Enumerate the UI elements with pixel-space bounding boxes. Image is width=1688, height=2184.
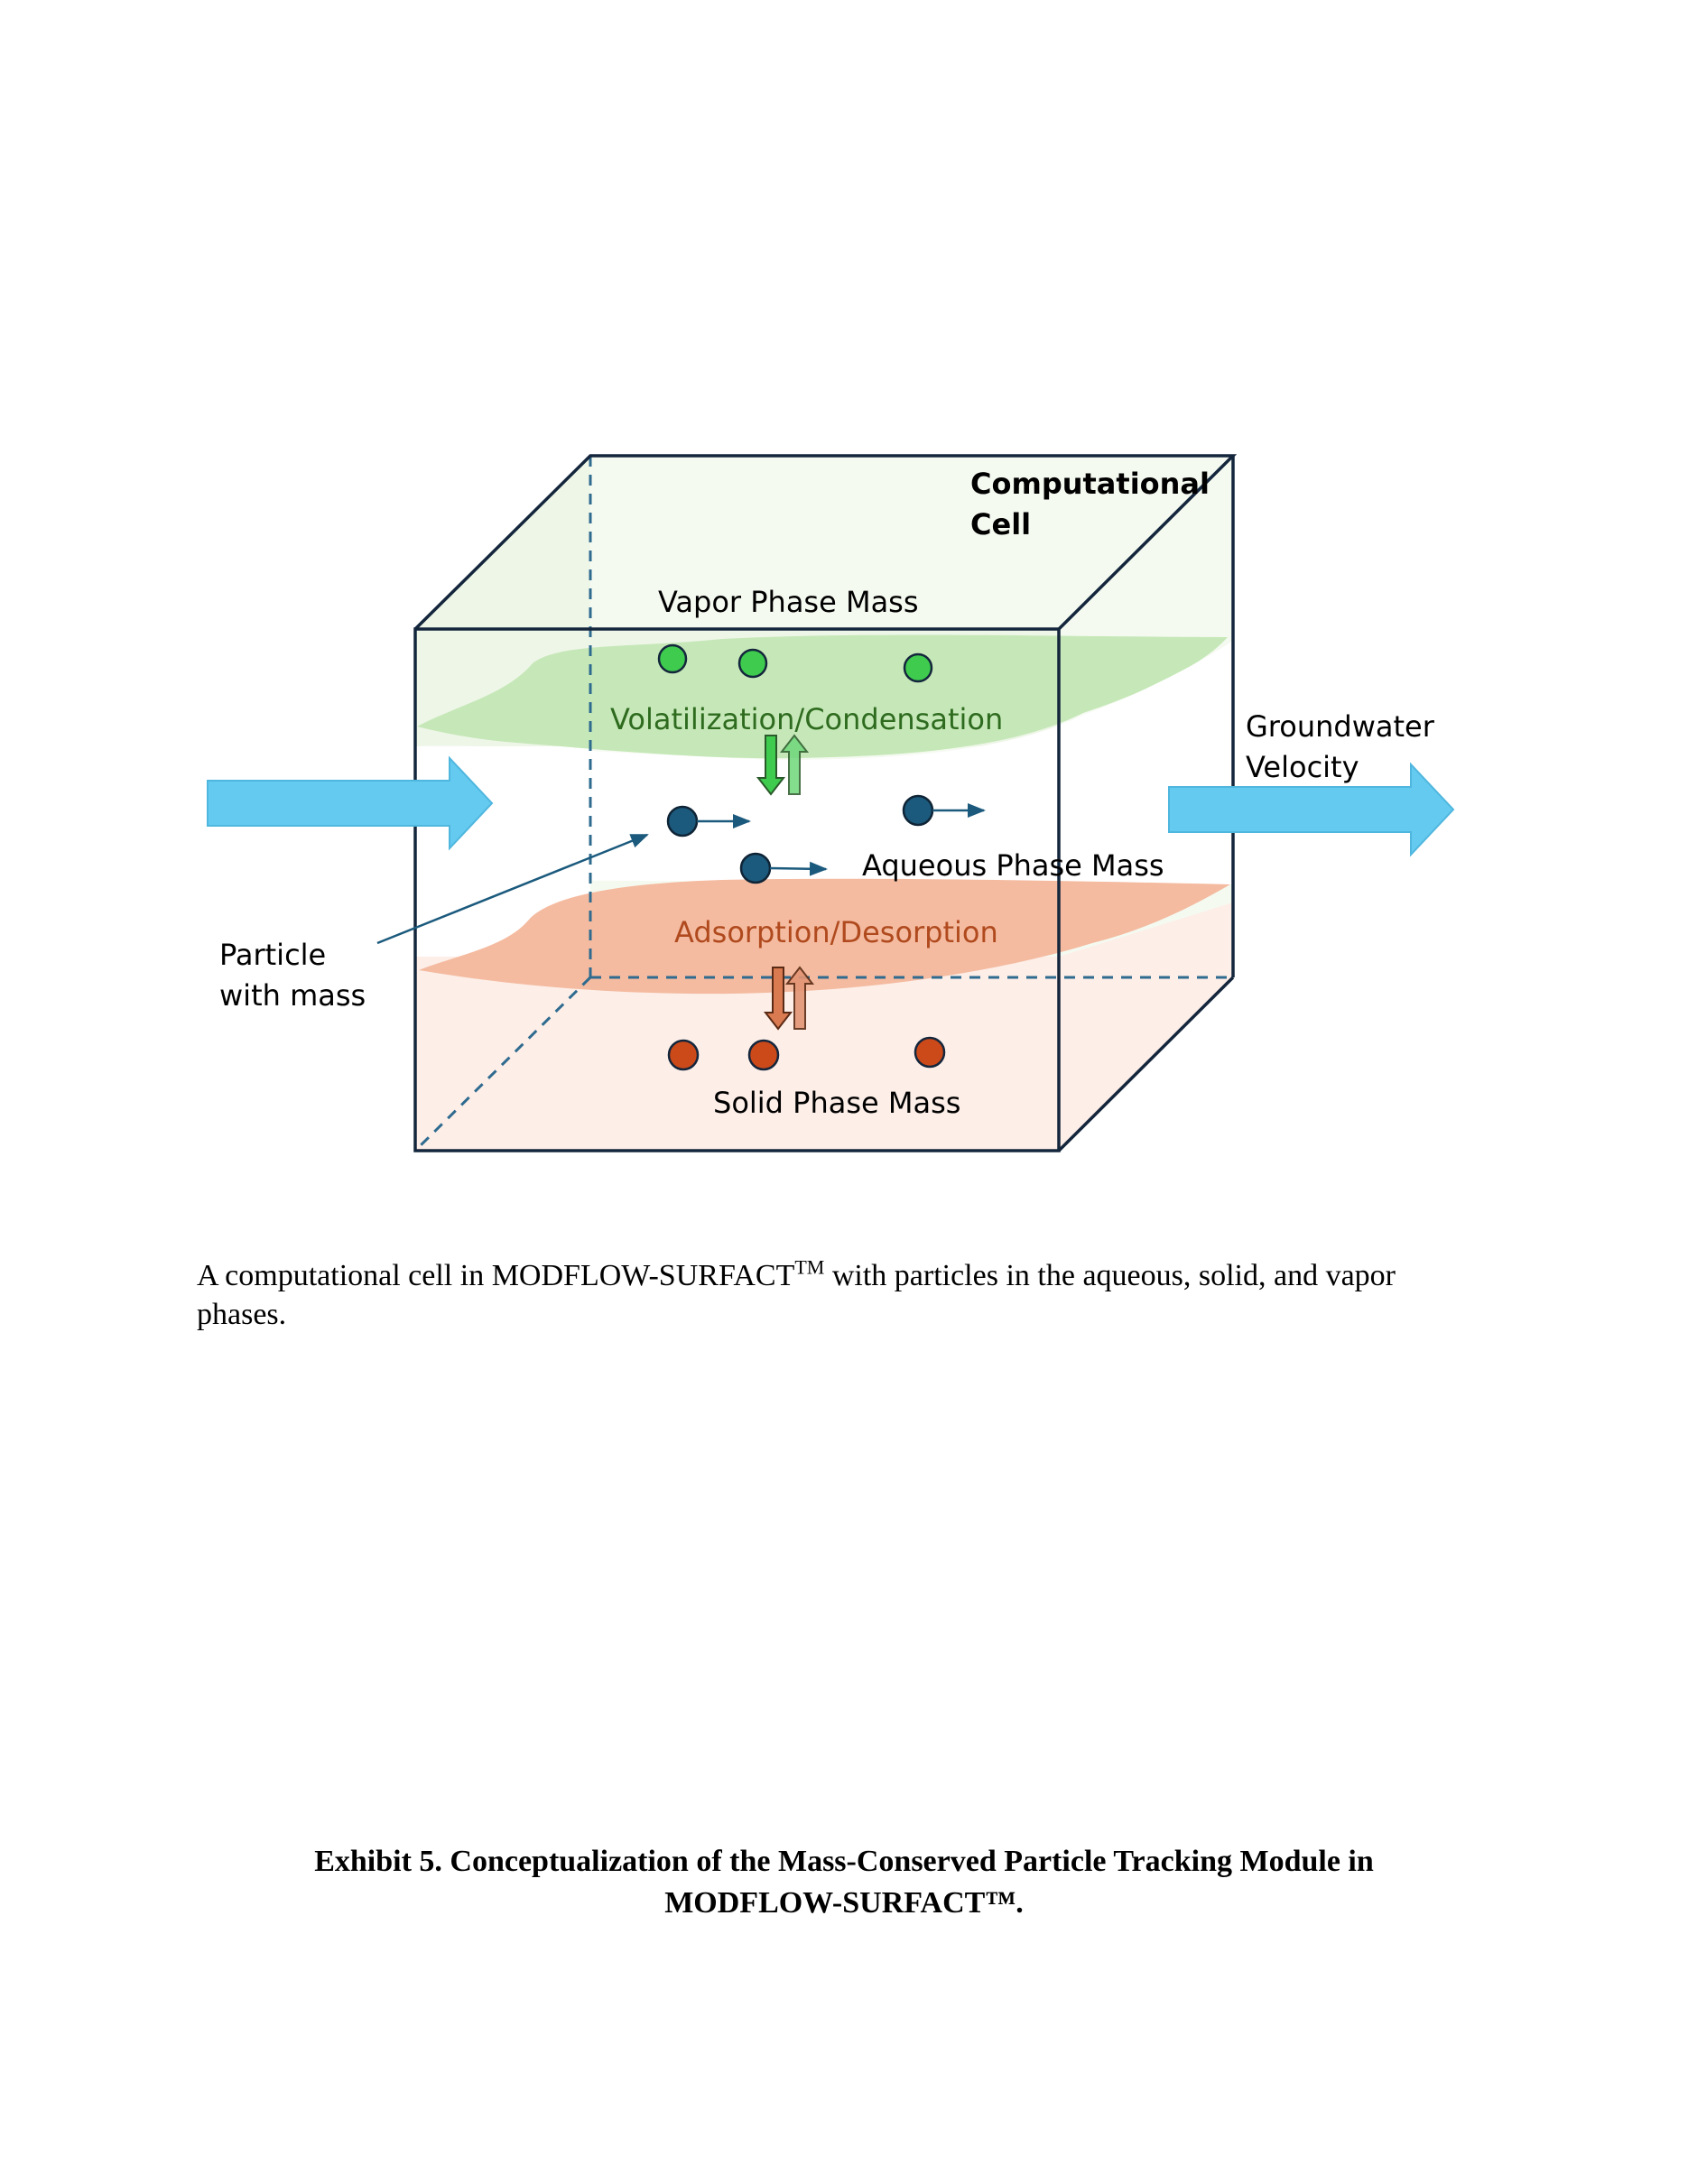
exhibit-title: Exhibit 5. Conceptualization of the Mass…	[181, 1841, 1507, 1924]
volatilization-label: Volatilization/Condensation	[610, 702, 1003, 736]
particle-label-line1: Particle	[219, 938, 326, 972]
groundwater-label-line2: Velocity	[1246, 750, 1359, 784]
vapor-phase-label: Vapor Phase Mass	[658, 585, 919, 619]
exhibit-title-line1: Exhibit 5. Conceptualization of the Mass…	[314, 1845, 1374, 1878]
solid-particle	[667, 1039, 700, 1071]
vapor-particle	[737, 648, 768, 679]
vapor-particle	[657, 643, 688, 674]
exhibit-title-line2: MODFLOW-SURFACT™.	[664, 1886, 1024, 1920]
caption-text-after: with particles in the aqueous, solid, an…	[197, 1259, 1396, 1331]
particle-label-line2: with mass	[219, 978, 366, 1013]
solid-zone-tint-right	[1059, 902, 1233, 1151]
vapor-band	[417, 634, 1228, 759]
volatilization-exchange-arrows	[756, 734, 810, 796]
groundwater-velocity-arrow	[1168, 762, 1455, 857]
cell-title-line1: Computational	[970, 467, 1210, 501]
solid-particle	[747, 1039, 780, 1071]
groundwater-label-line1: Groundwater	[1246, 709, 1435, 744]
solid-phase-label: Solid Phase Mass	[713, 1086, 960, 1120]
solid-particle	[914, 1036, 946, 1069]
cell-title-line2: Cell	[970, 507, 1031, 541]
conceptual-diagram: Computational Cell Vapor Phase Mass Vola…	[207, 454, 1455, 1152]
aqueous-zone	[415, 641, 1233, 887]
particle-pointer-line	[376, 833, 649, 945]
vapor-particle	[903, 652, 933, 683]
aqueous-particle	[902, 794, 986, 827]
hidden-edge-diagonal	[413, 976, 592, 1152]
cube-edges	[413, 454, 1238, 1152]
inflow-arrow	[207, 755, 494, 851]
caption-superscript: TM	[794, 1255, 825, 1279]
adsorption-exchange-arrows	[763, 966, 815, 1031]
caption-text-before: A computational cell in MODFLOW-SURFACT	[197, 1259, 795, 1292]
figure-caption: A computational cell in MODFLOW-SURFACTT…	[197, 1256, 1479, 1334]
aqueous-phase-label: Aqueous Phase Mass	[862, 848, 1164, 883]
aqueous-particle	[739, 852, 828, 884]
adsorption-label: Adsorption/Desorption	[674, 915, 998, 949]
sorption-band	[419, 878, 1230, 995]
aqueous-particle	[666, 805, 751, 838]
